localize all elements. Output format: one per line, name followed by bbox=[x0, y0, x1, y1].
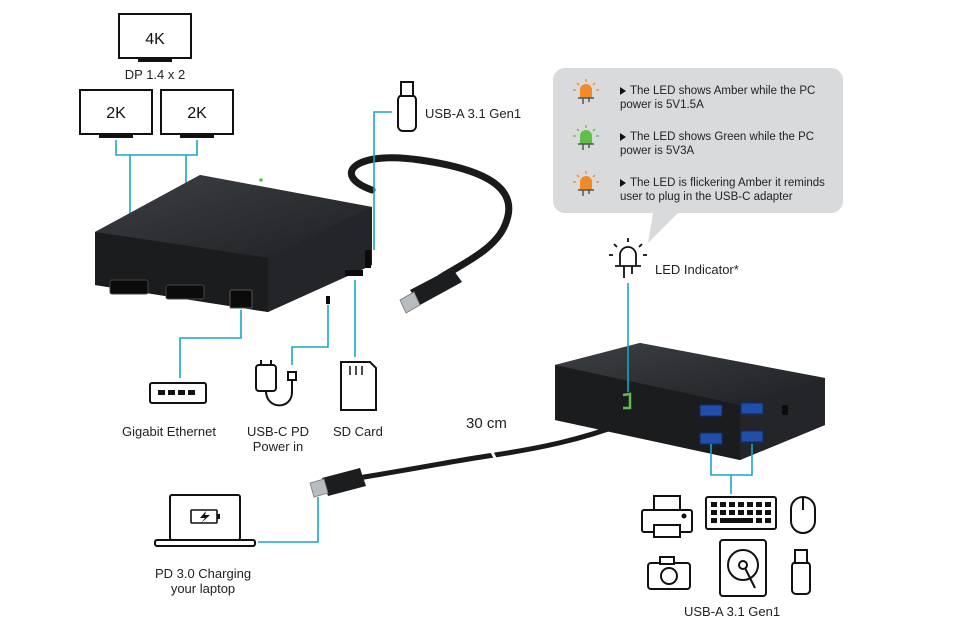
hard-drive-icon bbox=[719, 539, 767, 597]
usb-a-top-line bbox=[373, 111, 392, 250]
led-note-1-line2: power is 5V1.5A bbox=[620, 99, 704, 111]
power-adapter-icon bbox=[255, 360, 297, 407]
laptop-label-line2: your laptop bbox=[170, 581, 236, 596]
dock-hub-front bbox=[95, 175, 372, 312]
led-note-amber: The LED shows Amber while the PC power i… bbox=[620, 84, 835, 112]
led-green-icon bbox=[573, 125, 599, 150]
usb-a-bottom-lines bbox=[710, 444, 753, 494]
monitor-2k-right-label: 2K bbox=[187, 105, 207, 122]
lock-slot bbox=[782, 405, 788, 415]
usb-a-bottom-label: USB-A 3.1 Gen1 bbox=[684, 604, 781, 619]
laptop-line bbox=[258, 497, 319, 543]
monitor-2k-left-label: 2K bbox=[106, 105, 126, 122]
dock-hub-rear bbox=[555, 343, 825, 460]
led-note-2-line1: The LED shows Green while the PC bbox=[630, 131, 815, 143]
led-note-1-line1: The LED shows Amber while the PC bbox=[630, 85, 816, 97]
usb-a-drive-icon bbox=[397, 81, 417, 132]
led-note-2-line2: power is 5V3A bbox=[620, 145, 695, 157]
laptop-label-line1: PD 3.0 Charging bbox=[154, 566, 252, 581]
sd-slot bbox=[345, 270, 363, 276]
usb-stick-icon bbox=[791, 549, 811, 595]
usbc-pd-label-line1: USB-C PD bbox=[246, 424, 310, 439]
laptop-icon bbox=[154, 494, 256, 547]
bullet-arrow-icon bbox=[620, 132, 626, 141]
usbc-pd-label: USB-C PD Power in bbox=[240, 424, 316, 454]
sd-card-label: SD Card bbox=[333, 424, 383, 439]
keyboard-icon bbox=[705, 496, 777, 530]
cable-length-label: 30 cm bbox=[466, 415, 507, 432]
usb-port-4 bbox=[740, 430, 764, 443]
led-note-3-line1: The LED is flickering Amber it reminds bbox=[630, 177, 825, 189]
ethernet-icon bbox=[149, 382, 207, 404]
hub-cable bbox=[347, 154, 513, 282]
sd-card-icon bbox=[340, 361, 377, 411]
camera-icon bbox=[647, 556, 691, 590]
bullet-arrow-icon bbox=[620, 86, 626, 95]
led-amber-icon bbox=[573, 79, 599, 104]
usb-a-top-label: USB-A 3.1 Gen1 bbox=[425, 106, 522, 121]
usb-port-1 bbox=[699, 404, 723, 417]
dp-port-2 bbox=[165, 284, 205, 300]
usbc-pd-label-line2: Power in bbox=[252, 439, 304, 454]
monitor-4k-label: 4K bbox=[145, 31, 165, 48]
laptop-label: PD 3.0 Charging your laptop bbox=[148, 566, 258, 596]
usbc-plug-left bbox=[399, 268, 462, 314]
usbc-pd-port bbox=[326, 296, 330, 304]
usb-a-port-side bbox=[365, 250, 371, 268]
monitor-2k-left: 2K bbox=[79, 89, 153, 138]
dp-caption: DP 1.4 x 2 bbox=[125, 67, 185, 82]
led-indicator-icon bbox=[609, 238, 647, 278]
ethernet-port bbox=[229, 289, 253, 309]
usb-port-3 bbox=[699, 432, 723, 445]
ethernet-line bbox=[179, 310, 242, 378]
monitor-4k: 4K bbox=[118, 13, 192, 62]
printer-icon bbox=[641, 495, 693, 538]
led-note-flicker: The LED is flickering Amber it reminds u… bbox=[620, 176, 835, 204]
monitor-2k-right: 2K bbox=[160, 89, 234, 138]
charging-bolt-icon bbox=[200, 511, 210, 523]
usbc-plug-bottom bbox=[309, 468, 366, 498]
bullet-arrow-icon bbox=[620, 178, 626, 187]
usbc-pd-line bbox=[291, 305, 329, 365]
mouse-icon bbox=[790, 496, 816, 534]
led-note-green: The LED shows Green while the PC power i… bbox=[620, 130, 835, 158]
usb-port-2 bbox=[740, 402, 764, 415]
led-light bbox=[622, 392, 632, 410]
led-note-3-line2: user to plug in the USB-C adapter bbox=[620, 191, 793, 203]
led-amber-flicker-icon bbox=[573, 171, 599, 196]
gigabit-ethernet-label: Gigabit Ethernet bbox=[122, 424, 216, 439]
led-indicator-label: LED Indicator* bbox=[655, 262, 739, 277]
dp-port-1 bbox=[109, 279, 149, 295]
led-callout bbox=[553, 68, 843, 243]
